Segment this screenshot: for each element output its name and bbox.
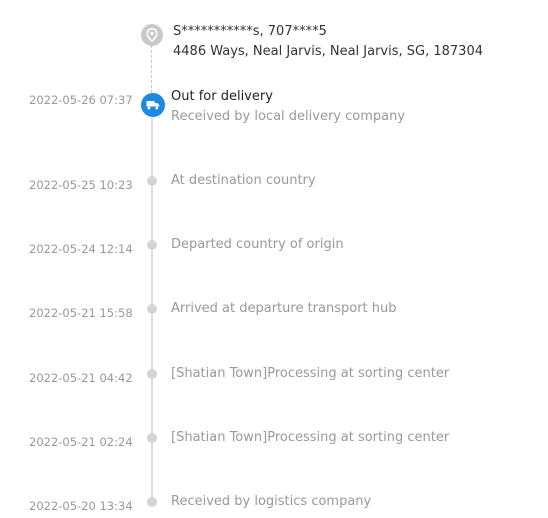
event-timestamp: 2022-05-21 15:58 bbox=[29, 306, 133, 320]
event-title-current: Out for delivery bbox=[171, 89, 273, 104]
timeline-dot bbox=[147, 497, 157, 507]
delivery-address: 4486 Ways, Neal Jarvis, Neal Jarvis, SG,… bbox=[173, 44, 483, 59]
timeline-dot bbox=[147, 240, 157, 250]
location-pin-icon bbox=[141, 24, 163, 46]
timeline-dot bbox=[147, 369, 157, 379]
timeline-dashed-connector bbox=[151, 45, 152, 93]
timeline-dot bbox=[147, 304, 157, 314]
event-timestamp: 2022-05-25 10:23 bbox=[29, 178, 133, 192]
recipient-name-phone: S***********s, 707****5 bbox=[173, 24, 327, 39]
event-timestamp: 2022-05-21 04:42 bbox=[29, 371, 133, 385]
event-timestamp: 2022-05-21 02:24 bbox=[29, 435, 133, 449]
event-timestamp: 2022-05-20 13:34 bbox=[29, 499, 133, 513]
event-title: Departed country of origin bbox=[171, 237, 344, 252]
event-title: At destination country bbox=[171, 173, 316, 188]
event-timestamp: 2022-05-24 12:14 bbox=[29, 242, 133, 256]
event-title: Arrived at departure transport hub bbox=[171, 301, 397, 316]
event-subtitle: Received by local delivery company bbox=[171, 109, 406, 124]
event-title: Received by logistics company bbox=[171, 494, 372, 509]
timeline-dot bbox=[147, 433, 157, 443]
event-timestamp: 2022-05-26 07:37 bbox=[29, 93, 133, 107]
event-title: [Shatian Town]Processing at sorting cent… bbox=[171, 430, 450, 445]
timeline-dot bbox=[147, 176, 157, 186]
truck-icon bbox=[141, 93, 165, 117]
event-title: [Shatian Town]Processing at sorting cent… bbox=[171, 366, 450, 381]
